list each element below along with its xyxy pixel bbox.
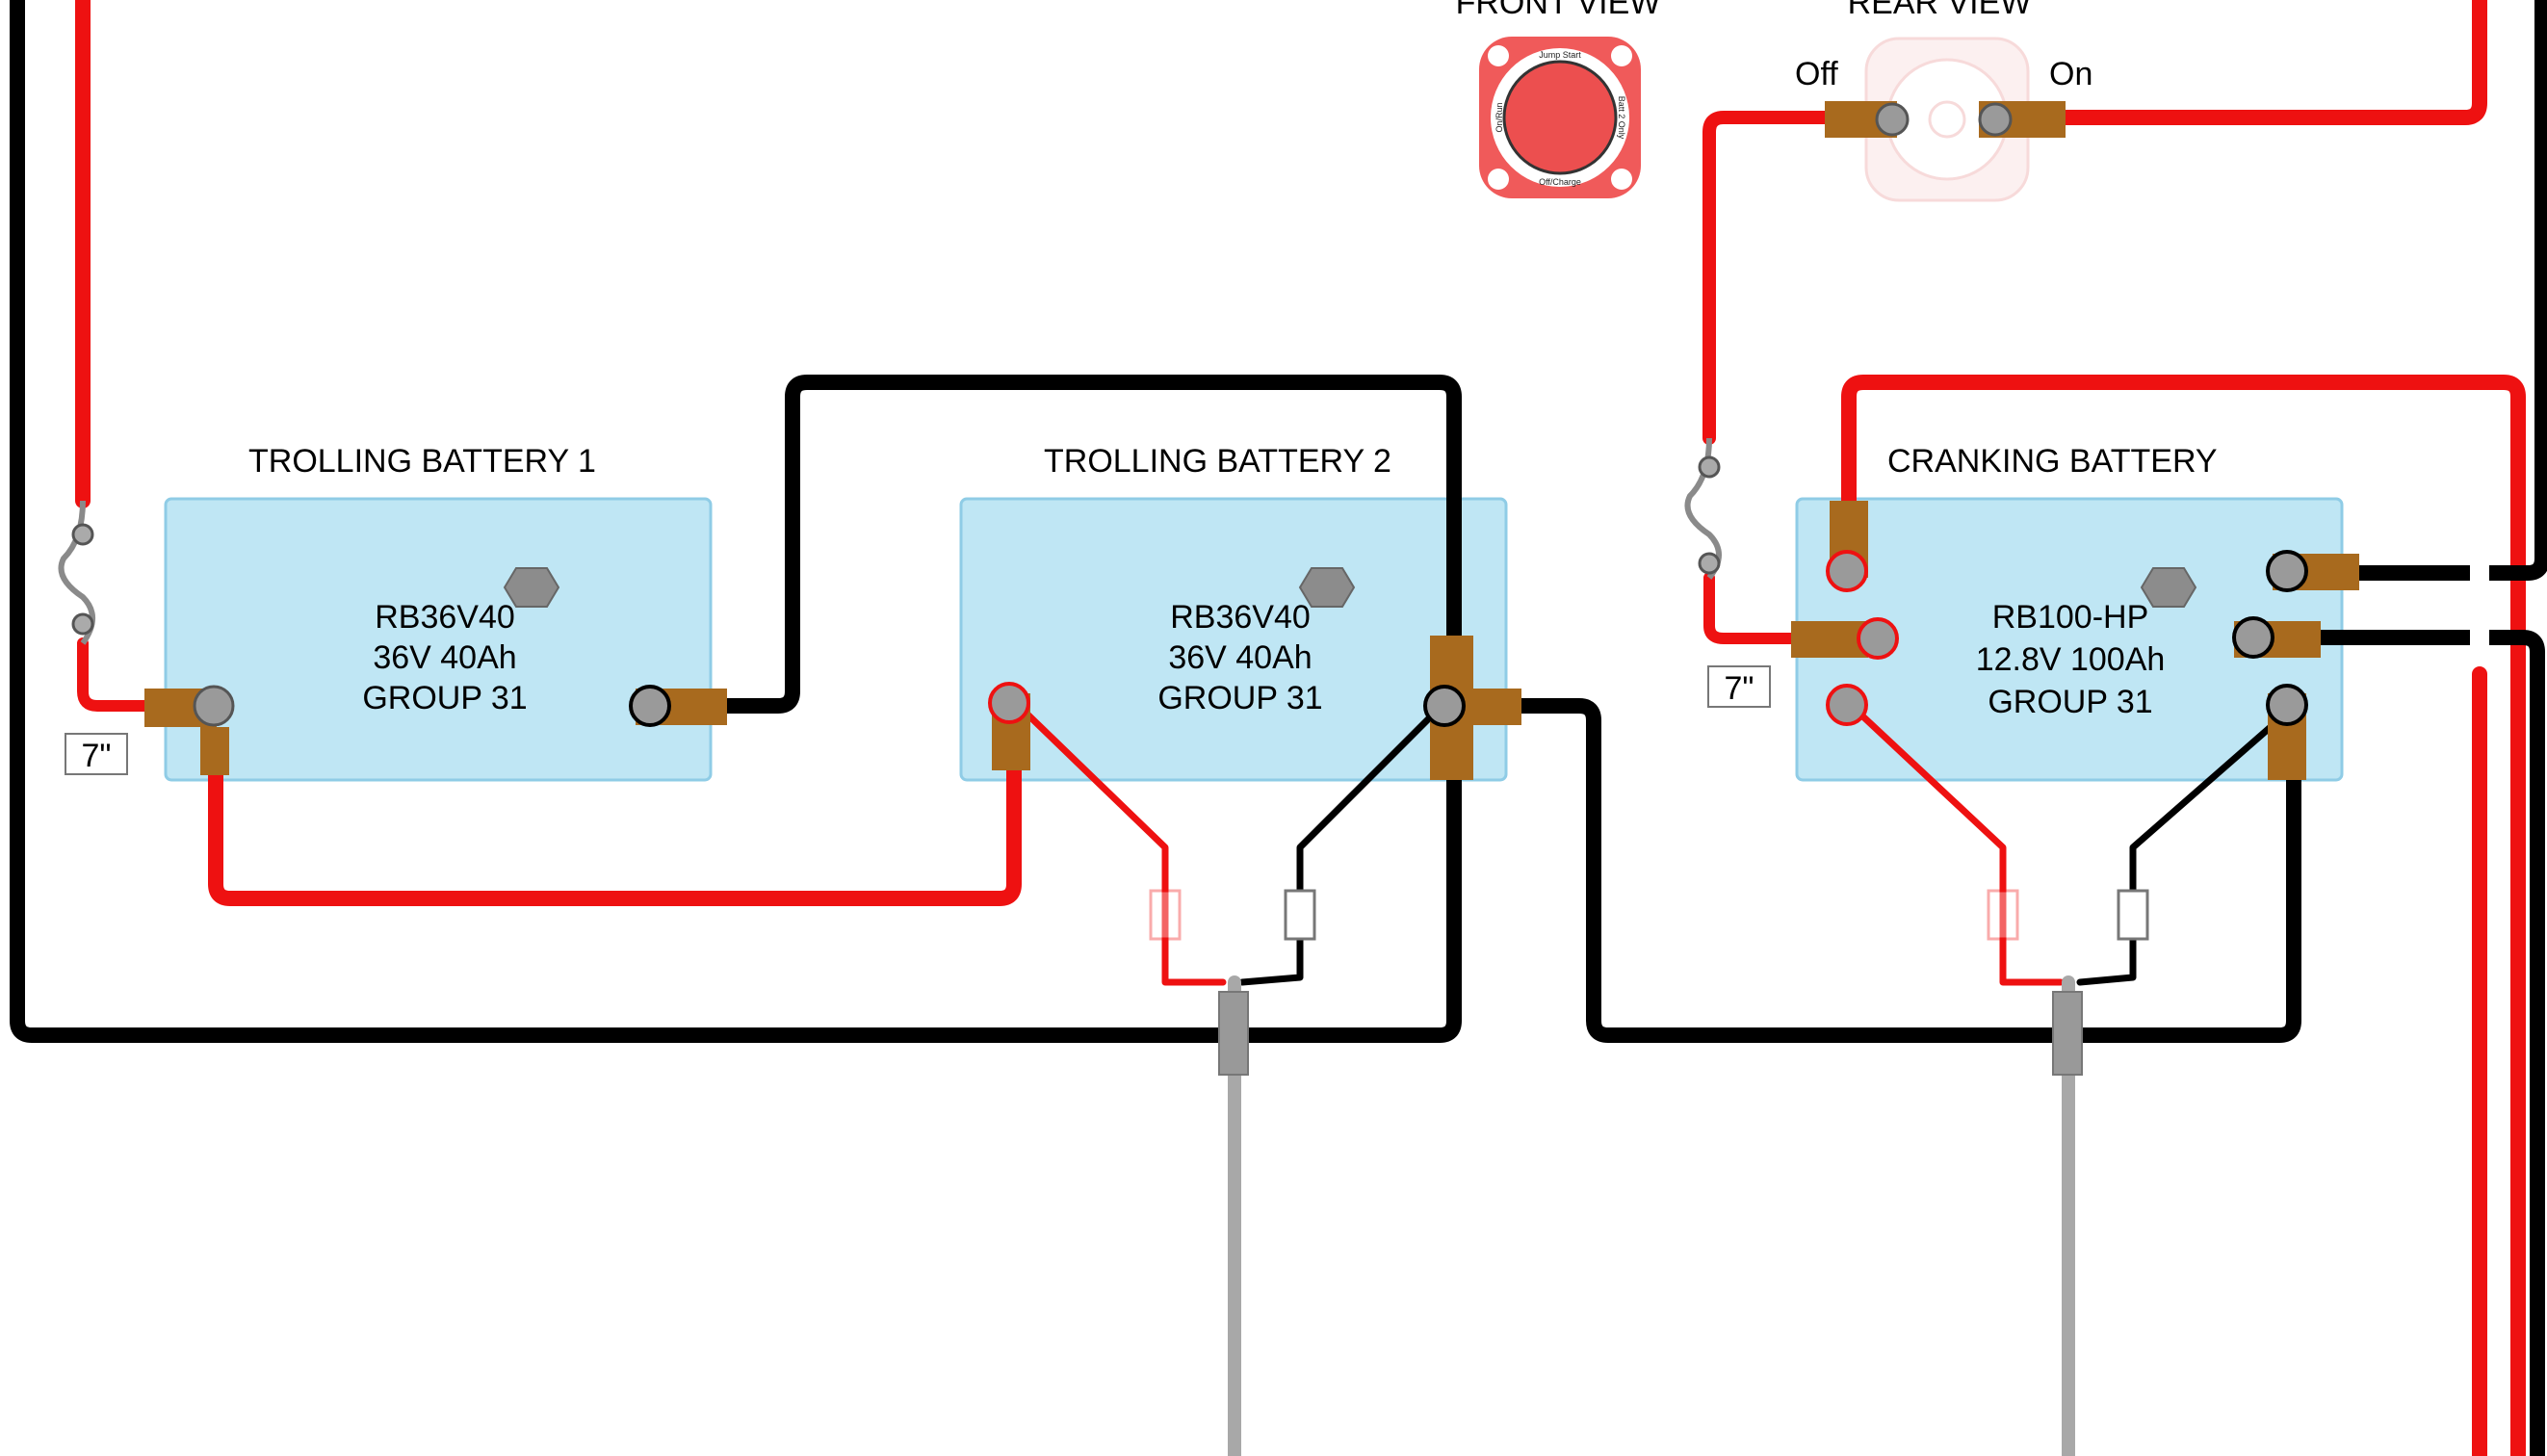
terminals <box>144 501 2359 780</box>
cranking-positive-cable <box>1841 375 2526 1456</box>
switch-cable-off <box>1702 111 1865 445</box>
inline-fuse <box>1149 889 2019 941</box>
rear-view-label: REAR VIEW <box>1848 0 2032 21</box>
battery-group: GROUP 31 <box>1157 680 1322 716</box>
battery-spec: 36V 40Ah <box>1168 639 1312 676</box>
front-view-label: FRONT VIEW <box>1456 0 1661 21</box>
vent-cap <box>1298 567 1356 608</box>
terminal-stud <box>629 685 671 727</box>
battery-trolling-2: TROLLING BATTERY 2 RB36V40 36V 40Ah GROU… <box>959 443 1508 782</box>
cables <box>10 0 2547 1456</box>
battery-title: TROLLING BATTERY 2 <box>1044 443 1391 480</box>
svg-text:On/Run: On/Run <box>1494 102 1504 132</box>
battery-model: RB36V40 <box>1170 599 1311 636</box>
terminal-stud <box>1978 102 2013 137</box>
terminal-stud <box>1857 617 1899 660</box>
battery-model: RB100-HP <box>1992 599 2149 636</box>
negative-cable-main <box>10 0 1462 1043</box>
inline-fuse <box>1284 889 2149 941</box>
terminal-stud <box>1423 685 1466 727</box>
switch-cable-on <box>2043 0 2487 125</box>
battery-spec: 36V 40Ah <box>373 639 516 676</box>
terminal-stud <box>2266 550 2308 592</box>
battery-body <box>959 497 1508 782</box>
positive-cable-lead <box>77 637 160 712</box>
battery-spec: 12.8V 100Ah <box>1976 641 2166 678</box>
battery-group: GROUP 31 <box>1988 684 2152 720</box>
terminal-stud <box>988 682 1030 724</box>
cranking-negative-cable <box>2342 0 2547 581</box>
terminal-stud <box>2232 616 2274 659</box>
switch-dial <box>1502 60 1618 175</box>
svg-text:7": 7" <box>82 738 112 774</box>
svg-text:Off/Charge: Off/Charge <box>1539 177 1581 187</box>
terminal-stud <box>1826 550 1868 592</box>
sense-lead-positive <box>1850 704 2065 986</box>
sense-lead-positive <box>1017 704 1227 986</box>
off-label: Off <box>1795 56 1838 92</box>
vent-cap <box>2140 567 2197 608</box>
length-label: 7" <box>65 733 128 775</box>
on-label: On <box>2049 56 2092 92</box>
svg-text:7": 7" <box>1725 670 1754 707</box>
battery-switch-front: FRONT VIEW Jump Start Off/Charge On/Run … <box>1456 0 1661 198</box>
switch-lead <box>1703 572 1806 644</box>
svg-text:Jump Start: Jump Start <box>1539 50 1581 60</box>
terminal-stud <box>1875 102 1910 137</box>
svg-text:Batt 2 Only: Batt 2 Only <box>1617 96 1626 140</box>
battery-body <box>164 497 713 782</box>
battery-group: GROUP 31 <box>362 680 527 716</box>
vent-cap <box>503 567 560 608</box>
series-cable-negative <box>695 375 1462 714</box>
battery-model: RB36V40 <box>375 599 515 636</box>
battery-trolling-1: TROLLING BATTERY 1 RB36V40 36V 40Ah GROU… <box>164 443 713 782</box>
battery-title: TROLLING BATTERY 1 <box>248 443 596 480</box>
series-cable-positive <box>208 743 1022 906</box>
battery-title: CRANKING BATTERY <box>1887 443 2218 480</box>
terminal-stud <box>2266 684 2308 726</box>
cranking-negative-cable-2 <box>2303 630 2545 1456</box>
terminal-stud <box>1826 684 1868 726</box>
battery-cranking: CRANKING BATTERY RB100-HP 12.8V 100Ah GR… <box>1795 443 2344 782</box>
negative-cable-link <box>1499 698 2301 1043</box>
monitor-splice <box>2052 991 2083 1076</box>
length-label: 7" <box>1707 665 1771 708</box>
battery-switch-rear: REAR VIEW Off On <box>1795 0 2092 202</box>
monitor-splice <box>1218 991 1249 1076</box>
terminal-stud <box>193 685 235 727</box>
